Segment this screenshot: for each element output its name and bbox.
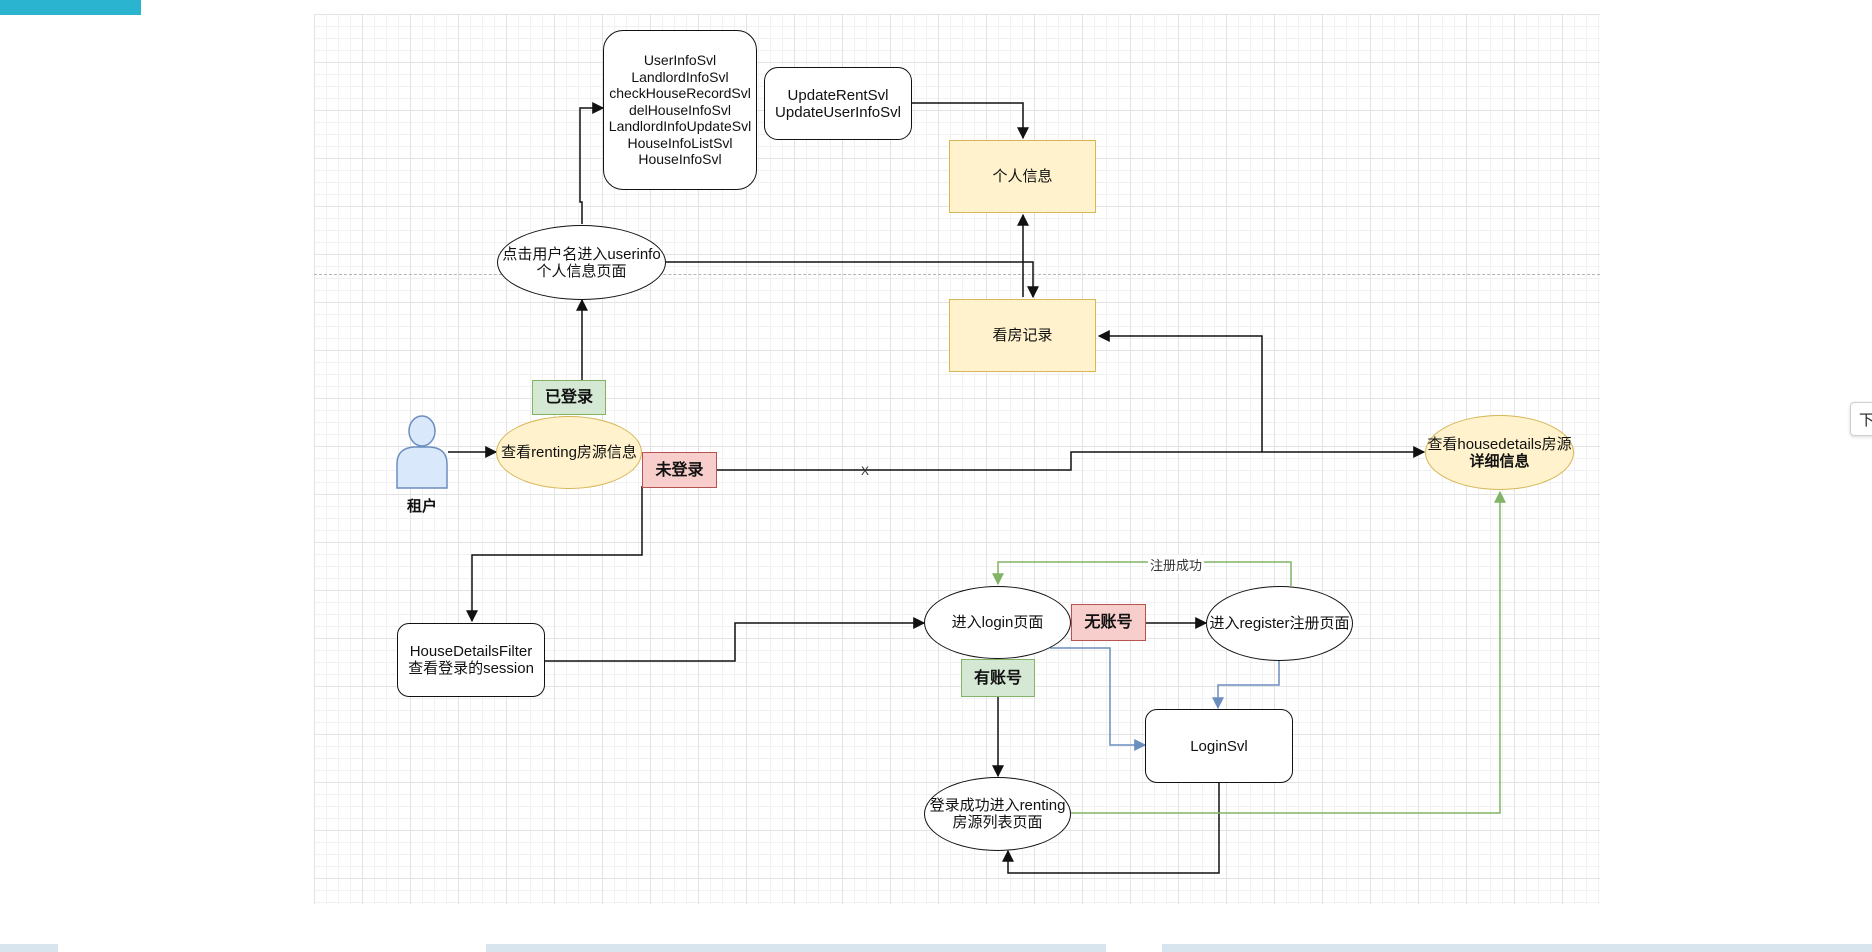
edge-notlogged-to-filter	[466, 486, 643, 623]
edge-userinfo-to-records	[666, 261, 1039, 299]
loginsvl-box: LoginSvl	[1145, 709, 1293, 783]
tenant-label: 租户	[406, 497, 437, 515]
edge-userinfo-to-servlets	[579, 102, 605, 224]
no-account-label: 无账号	[1071, 604, 1146, 641]
register-page-ellipse: 进入register注册页面	[1206, 586, 1353, 661]
register-success-label: 注册成功	[1148, 555, 1205, 574]
person-icon	[396, 415, 448, 489]
view-renting-ellipse: 查看renting房源信息	[496, 416, 642, 489]
view-records-box: 看房记录	[949, 299, 1096, 372]
filter-box: HouseDetailsFilter 查看登录的session	[397, 623, 545, 697]
not-logged-in-label: 未登录	[642, 452, 717, 488]
has-account-label: 有账号	[961, 659, 1035, 697]
edge-loginsvl-to-success	[1002, 783, 1220, 874]
page-break-line	[314, 274, 1600, 275]
edge-update-to-personal	[912, 102, 1029, 140]
servlet-list-box: UserInfoSvl LandlordInfoSvl checkHouseRe…	[603, 30, 757, 190]
side-panel-button[interactable]: 下	[1850, 402, 1872, 436]
login-page-ellipse: 进入login页面	[924, 586, 1071, 659]
edge-register-to-login	[992, 561, 1292, 586]
top-accent-bar	[0, 0, 141, 15]
edge-success-to-housedetails	[1071, 490, 1506, 814]
bottom-tab-strip-left	[0, 944, 58, 952]
login-success-ellipse: 登录成功进入renting 房源列表页面	[924, 777, 1071, 851]
edge-register-to-loginsvl	[1212, 661, 1280, 710]
edge-login-to-loginsvl	[1050, 647, 1147, 751]
edge-branch-to-records	[1097, 330, 1263, 452]
edge-filter-to-login	[545, 617, 926, 662]
update-svl-box: UpdateRentSvl UpdateUserInfoSvl	[764, 67, 912, 140]
bottom-tab-strip-right	[1162, 944, 1872, 952]
blocked-x-mark: X	[861, 464, 870, 478]
bottom-tab-strip-mid	[486, 944, 1106, 952]
userinfo-page-ellipse: 点击用户名进入userinfo 个人信息页面	[497, 225, 666, 300]
logged-in-label: 已登录	[532, 380, 606, 415]
personal-info-box: 个人信息	[949, 140, 1096, 213]
housedetails-ellipse: 查看housedetails房源 详细信息	[1425, 415, 1574, 490]
edge-renting-to-housedetails	[717, 446, 1426, 471]
